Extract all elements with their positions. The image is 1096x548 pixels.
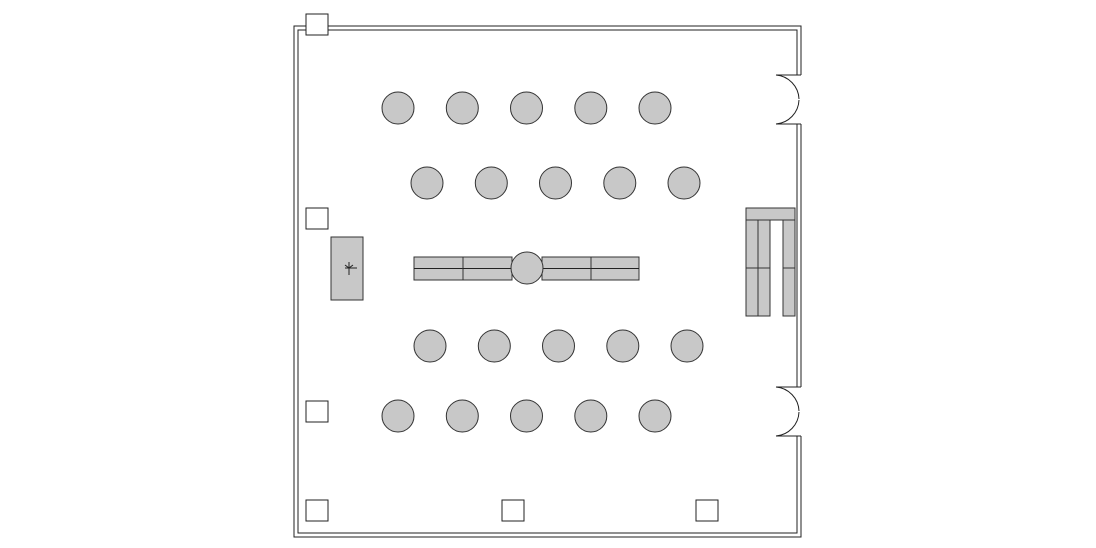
round-table xyxy=(539,166,572,200)
buffet-station xyxy=(745,207,796,317)
round-table xyxy=(510,91,543,125)
column xyxy=(305,499,329,522)
column xyxy=(501,499,525,522)
column xyxy=(305,13,329,36)
head-table xyxy=(413,251,640,285)
buffet-segment xyxy=(782,267,796,317)
round-table xyxy=(638,399,672,433)
round-table xyxy=(477,329,511,363)
round-table xyxy=(667,166,701,200)
inner-wall xyxy=(297,29,798,534)
round-table xyxy=(670,329,704,363)
outer-wall xyxy=(293,25,802,538)
buffet-segment xyxy=(745,219,759,269)
round-table xyxy=(413,329,447,363)
round-table xyxy=(603,166,637,200)
column xyxy=(695,499,719,522)
round-table xyxy=(574,399,608,433)
buffet-segment xyxy=(782,219,796,269)
round-table xyxy=(410,166,444,200)
columns xyxy=(305,13,719,522)
round-table xyxy=(381,91,415,125)
round-table xyxy=(381,399,415,433)
door-lower xyxy=(775,386,801,437)
column xyxy=(305,400,329,423)
head-table-center-round xyxy=(510,251,544,285)
podium xyxy=(330,236,364,301)
column xyxy=(305,207,329,230)
buffet-segment xyxy=(757,267,771,317)
round-table xyxy=(542,329,575,363)
round-table xyxy=(574,91,608,125)
round-table xyxy=(606,329,640,363)
round-table xyxy=(474,166,508,200)
round-tables xyxy=(381,91,704,433)
room-walls xyxy=(293,25,802,538)
round-table xyxy=(510,399,543,433)
mic-stand-icon xyxy=(344,262,357,275)
buffet-top-segment xyxy=(745,207,796,221)
round-table xyxy=(445,91,479,125)
buffet-segment xyxy=(757,219,771,269)
buffet-segment xyxy=(745,267,759,317)
round-table xyxy=(638,91,672,125)
round-table xyxy=(445,399,479,433)
door-upper xyxy=(775,74,801,125)
